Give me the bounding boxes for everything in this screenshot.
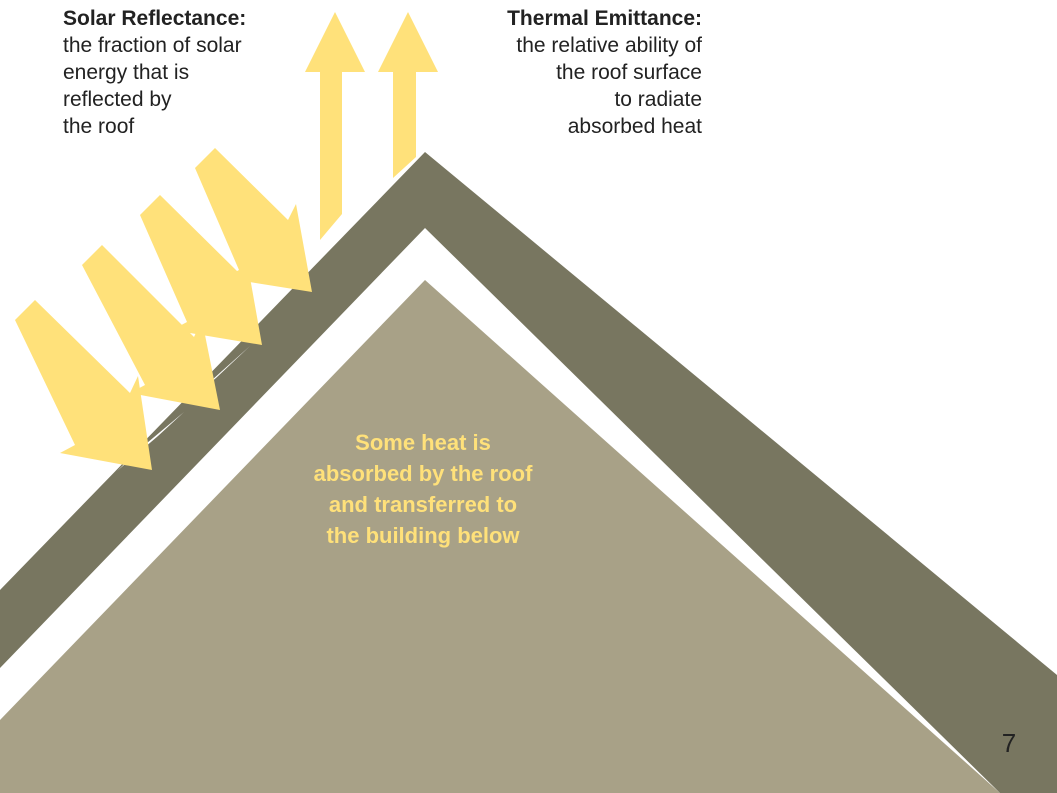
sun-ray-arrow-4 bbox=[195, 148, 312, 292]
absorbed-heat-line: and transferred to bbox=[328, 492, 518, 517]
solar-reflectance-line: energy that is bbox=[63, 61, 190, 84]
absorbed-heat-label: Some heat is absorbed by the roof and tr… bbox=[268, 427, 578, 551]
thermal-emittance-line: to radiate bbox=[614, 88, 702, 111]
solar-reflectance-line: the roof bbox=[63, 115, 135, 138]
thermal-emittance-line: absorbed heat bbox=[567, 115, 702, 138]
solar-reflectance-label: Solar Reflectance: the fraction of solar… bbox=[63, 5, 293, 140]
thermal-emittance-line: the relative ability of bbox=[516, 34, 702, 57]
roof-band bbox=[0, 152, 1057, 793]
absorbed-heat-line: Some heat is bbox=[355, 430, 491, 455]
absorbed-heat-line: the building below bbox=[326, 523, 520, 548]
sun-ray-arrow-2 bbox=[82, 245, 220, 410]
thermal-emittance-title: Thermal Emittance: bbox=[507, 7, 702, 30]
absorbed-heat-line: absorbed by the roof bbox=[313, 461, 533, 486]
solar-reflectance-line: the fraction of solar bbox=[63, 34, 242, 57]
thermal-emittance-line: the roof surface bbox=[556, 61, 702, 84]
page-number: 7 bbox=[1001, 728, 1017, 758]
building-body bbox=[0, 280, 1000, 793]
sun-ray-arrow-3 bbox=[140, 195, 262, 345]
thermal-emittance-label: Thermal Emittance: the relative ability … bbox=[440, 5, 702, 140]
solar-reflectance-title: Solar Reflectance: bbox=[63, 7, 247, 30]
solar-reflectance-line: reflected by bbox=[63, 88, 172, 111]
sun-ray-arrow-1 bbox=[15, 300, 152, 470]
emitted-heat-arrow-right bbox=[378, 12, 438, 178]
sun-ray-arrows bbox=[15, 148, 312, 470]
emitted-heat-arrow-left bbox=[305, 12, 365, 240]
